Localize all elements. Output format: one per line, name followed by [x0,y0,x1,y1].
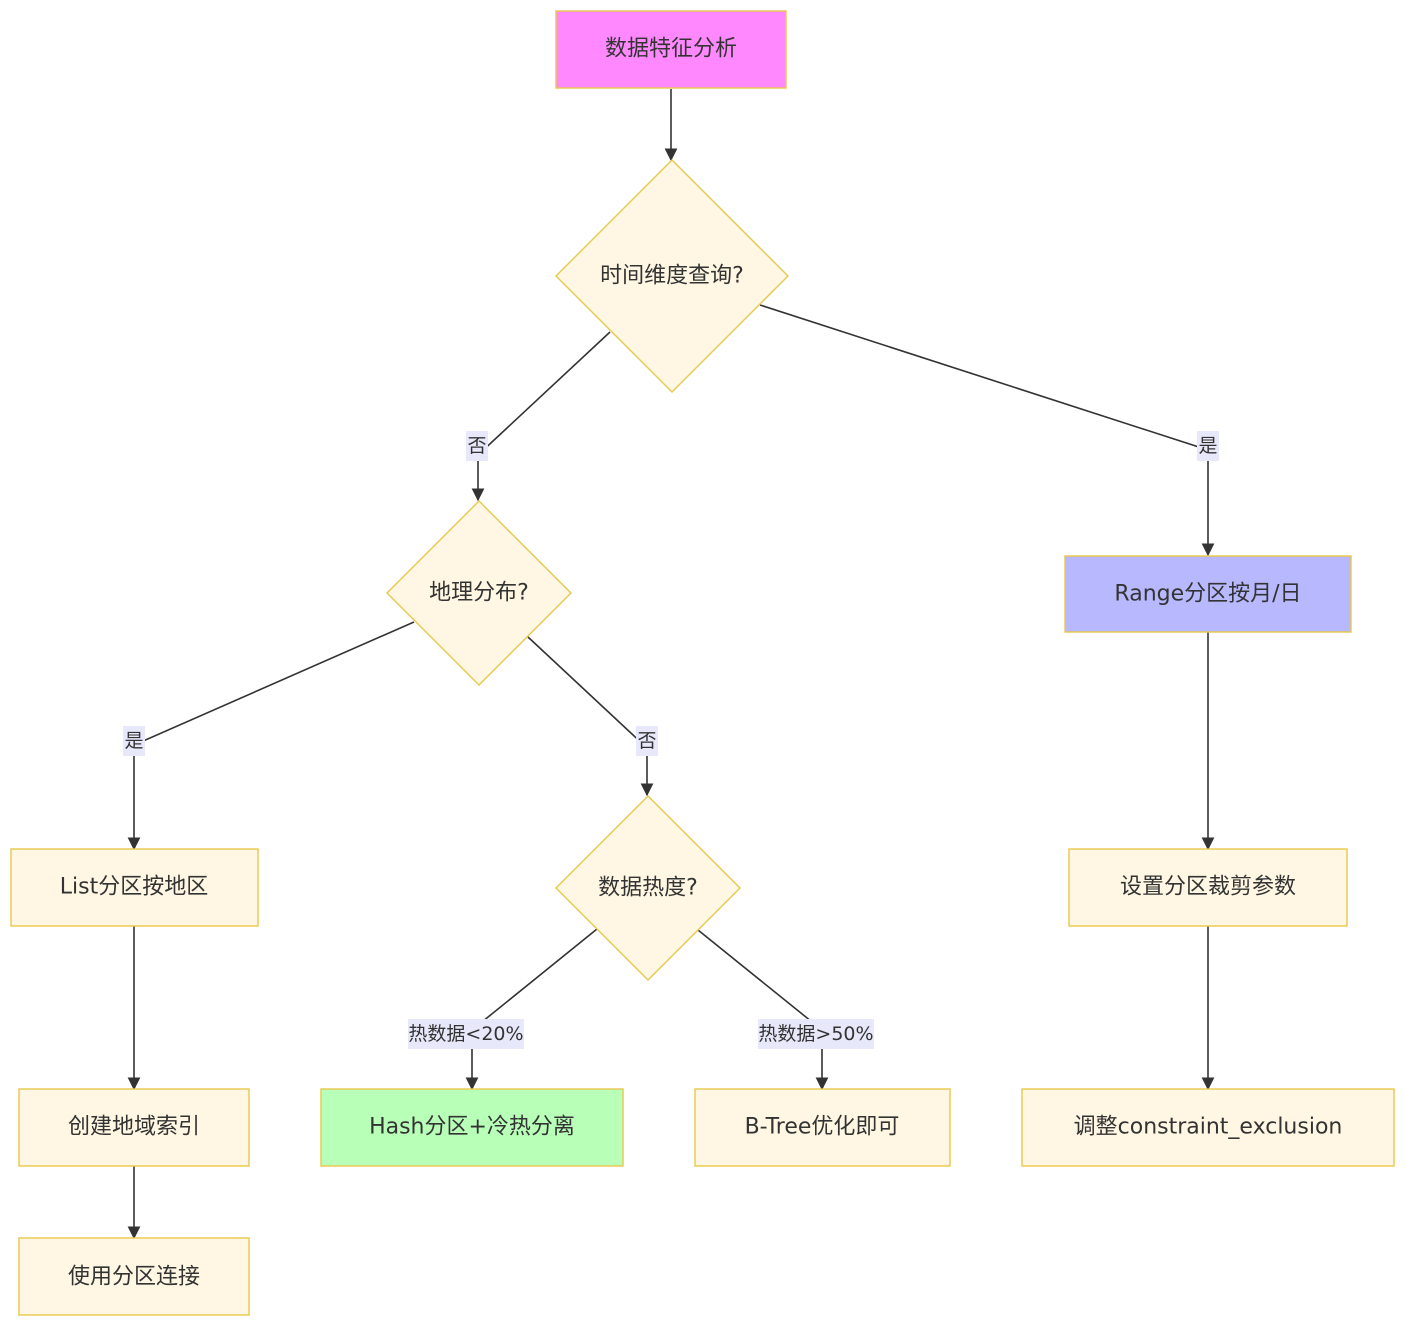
node-q-hot: 数据热度? [555,795,741,981]
edge-label-geo-no: 否 [636,726,658,756]
node-btree-text: B-Tree优化即可 [745,1115,900,1140]
edge-hot-to-hash [465,928,598,1091]
edge-geo-to-list [127,621,415,851]
node-q-time-text: 时间维度查询? [600,264,744,289]
edge-hot-to-btree [697,929,829,1091]
edge-label-time-no-text: 否 [467,435,486,457]
node-geo-index: 创建地域索引 [18,1088,250,1167]
node-start-text: 数据特征分析 [605,37,737,62]
edge-label-time-no: 否 [466,431,488,461]
edge-geo-to-hot [527,636,654,797]
node-hash: Hash分区+冷热分离 [320,1088,624,1167]
node-range: Range分区按月/日 [1064,555,1352,633]
node-list: List分区按地区 [10,848,259,927]
node-range-text: Range分区按月/日 [1114,582,1301,607]
edge-label-geo-yes: 是 [123,726,145,756]
edge-label-geo-yes-text: 是 [124,730,143,752]
node-q-geo-text: 地理分布? [429,581,529,606]
node-geo-index-text: 创建地域索引 [68,1115,200,1140]
node-hash-text: Hash分区+冷热分离 [369,1115,575,1140]
node-partition-join-text: 使用分区连接 [68,1265,200,1290]
nodes: 数据特征分析 时间维度查询? 地理分布? Range分区按月/日 List分区按… [10,10,1395,1316]
node-list-text: List分区按地区 [60,875,208,900]
node-prune-text: 设置分区裁剪参数 [1120,875,1296,900]
edge-label-time-yes-text: 是 [1198,435,1217,457]
node-q-hot-text: 数据热度? [598,876,698,901]
edge-label-hot-high-text: 热数据>50% [758,1023,873,1045]
node-partition-join: 使用分区连接 [18,1237,250,1316]
edge-label-time-yes: 是 [1197,431,1219,461]
node-q-time: 时间维度查询? [555,159,789,393]
edge-label-hot-low-text: 热数据<20% [408,1023,523,1045]
node-constraint: 调整constraint_exclusion [1021,1088,1395,1167]
edge-label-hot-low: 热数据<20% [408,1019,524,1049]
edge-label-hot-high: 热数据>50% [758,1019,874,1049]
edge-time-to-range [759,304,1215,557]
node-prune: 设置分区裁剪参数 [1068,848,1348,927]
node-constraint-text: 调整constraint_exclusion [1074,1115,1343,1140]
edge-time-to-geo [471,331,611,502]
edge-label-geo-no-text: 否 [637,730,656,752]
node-q-geo: 地理分布? [386,500,572,686]
edge-labels: 否 是 是 否 热数据<20% 热数据>50% [123,431,1219,1049]
node-start: 数据特征分析 [555,10,787,89]
node-btree: B-Tree优化即可 [694,1088,951,1167]
